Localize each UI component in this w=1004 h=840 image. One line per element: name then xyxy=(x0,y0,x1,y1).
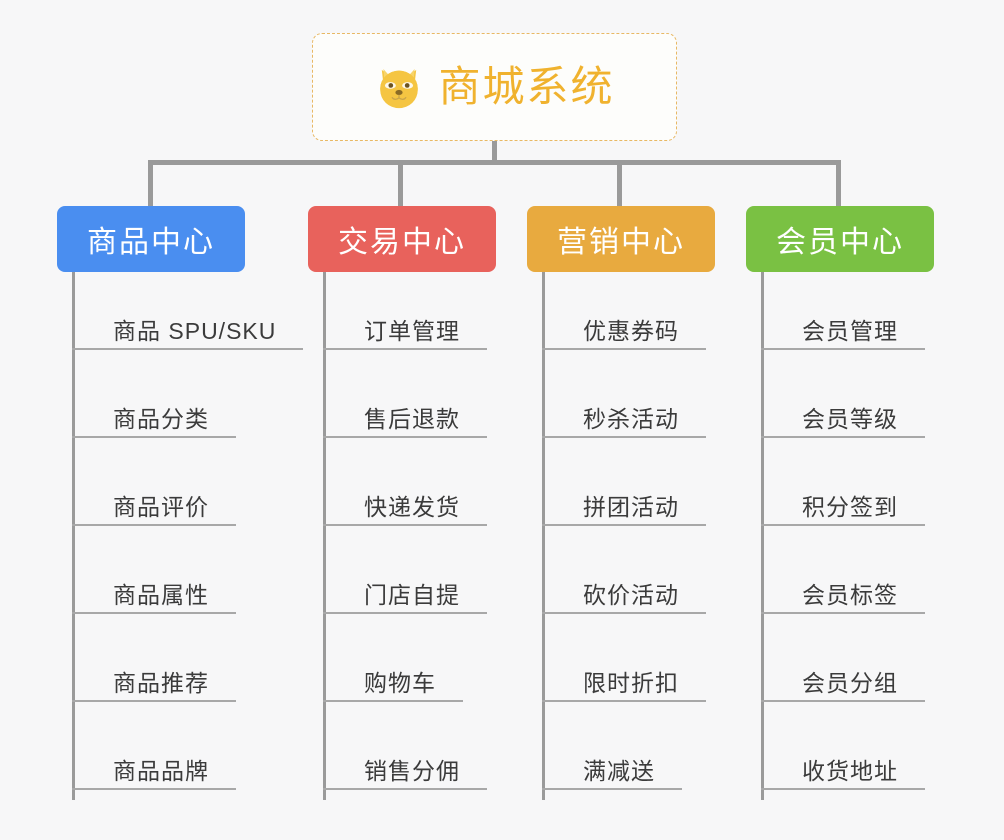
leaf-label: 拼团活动 xyxy=(583,493,679,520)
connector-drop-3 xyxy=(617,163,622,208)
category-header-label: 商品中心 xyxy=(87,226,215,259)
leaf-label: 会员标签 xyxy=(802,581,898,608)
leaf-underline xyxy=(323,788,487,790)
leaf-underline xyxy=(323,700,463,702)
column-shangpin: 商品中心 商品 SPU/SKU 商品分类 商品评价 商品属性 商品推荐 商品品牌 xyxy=(57,206,304,800)
leaf-underline xyxy=(72,436,236,438)
leaf-underline xyxy=(72,348,304,350)
connector-drop-1 xyxy=(148,163,153,208)
leaf-stack-2: 优惠券码 秒杀活动 拼团活动 砍价活动 限时折扣 满减送 xyxy=(542,272,715,800)
leaf-underline xyxy=(761,524,925,526)
leaf-underline xyxy=(542,524,706,526)
leaf-label: 会员等级 xyxy=(802,405,898,432)
leaf-label: 满减送 xyxy=(583,757,655,784)
list-item[interactable]: 售后退款 xyxy=(323,360,496,448)
leaf-underline xyxy=(542,700,706,702)
root-node[interactable]: 商城系统 xyxy=(312,33,677,141)
category-header-1[interactable]: 交易中心 xyxy=(308,206,496,272)
category-header-label: 会员中心 xyxy=(776,226,904,259)
connector-horizontal-bus xyxy=(148,160,841,165)
leaf-underline xyxy=(72,700,236,702)
list-item[interactable]: 销售分佣 xyxy=(323,712,496,800)
leaf-stack-3: 会员管理 会员等级 积分签到 会员标签 会员分组 收货地址 xyxy=(761,272,934,800)
list-item[interactable]: 商品评价 xyxy=(72,448,245,536)
category-header-label: 营销中心 xyxy=(557,226,685,259)
leaf-label: 砍价活动 xyxy=(583,581,679,608)
leaf-underline xyxy=(542,612,706,614)
list-item[interactable]: 会员等级 xyxy=(761,360,934,448)
leaf-label: 积分签到 xyxy=(802,493,898,520)
leaf-label: 商品 SPU/SKU xyxy=(113,317,277,344)
leaf-underline xyxy=(761,700,925,702)
leaf-label: 秒杀活动 xyxy=(583,405,679,432)
leaf-underline xyxy=(323,612,487,614)
leaf-stack-0: 商品 SPU/SKU 商品分类 商品评价 商品属性 商品推荐 商品品牌 xyxy=(72,272,304,800)
connector-drop-2 xyxy=(398,163,403,208)
list-item[interactable]: 商品 SPU/SKU xyxy=(72,272,304,360)
leaf-label: 商品评价 xyxy=(113,493,209,520)
leaf-underline xyxy=(323,436,487,438)
leaf-underline xyxy=(72,524,236,526)
leaf-label: 收货地址 xyxy=(802,757,898,784)
leaf-underline xyxy=(542,436,706,438)
leaf-label: 快递发货 xyxy=(364,493,460,520)
list-item[interactable]: 门店自提 xyxy=(323,536,496,624)
list-item[interactable]: 优惠券码 xyxy=(542,272,715,360)
list-item[interactable]: 拼团活动 xyxy=(542,448,715,536)
list-item[interactable]: 购物车 xyxy=(323,624,496,712)
list-item[interactable]: 商品推荐 xyxy=(72,624,245,712)
leaf-label: 会员分组 xyxy=(802,669,898,696)
leaf-label: 门店自提 xyxy=(364,581,460,608)
column-yingxiao: 营销中心 优惠券码 秒杀活动 拼团活动 砍价活动 限时折扣 满减送 xyxy=(527,206,715,800)
list-item[interactable]: 砍价活动 xyxy=(542,536,715,624)
leaf-underline xyxy=(323,524,487,526)
connector-root-stem xyxy=(492,141,497,165)
list-item[interactable]: 限时折扣 xyxy=(542,624,715,712)
list-item[interactable]: 积分签到 xyxy=(761,448,934,536)
list-item[interactable]: 满减送 xyxy=(542,712,715,800)
leaf-underline xyxy=(761,788,925,790)
leaf-underline xyxy=(72,788,236,790)
list-item[interactable]: 会员标签 xyxy=(761,536,934,624)
leaf-label: 商品属性 xyxy=(113,581,209,608)
column-jiaoyi: 交易中心 订单管理 售后退款 快递发货 门店自提 购物车 销售分佣 xyxy=(308,206,496,800)
shiba-dog-face-icon xyxy=(374,62,424,112)
leaf-underline xyxy=(323,348,487,350)
leaf-underline xyxy=(761,348,925,350)
leaf-underline xyxy=(761,436,925,438)
list-item[interactable]: 会员管理 xyxy=(761,272,934,360)
list-item[interactable]: 商品分类 xyxy=(72,360,245,448)
leaf-stack-1: 订单管理 售后退款 快递发货 门店自提 购物车 销售分佣 xyxy=(323,272,496,800)
category-header-2[interactable]: 营销中心 xyxy=(527,206,715,272)
column-huiyuan: 会员中心 会员管理 会员等级 积分签到 会员标签 会员分组 收货地址 xyxy=(746,206,934,800)
category-header-3[interactable]: 会员中心 xyxy=(746,206,934,272)
leaf-label: 商品分类 xyxy=(113,405,209,432)
leaf-underline xyxy=(761,612,925,614)
list-item[interactable]: 秒杀活动 xyxy=(542,360,715,448)
leaf-label: 会员管理 xyxy=(802,317,898,344)
list-item[interactable]: 商品属性 xyxy=(72,536,245,624)
leaf-underline xyxy=(72,612,236,614)
category-header-0[interactable]: 商品中心 xyxy=(57,206,245,272)
leaf-underline xyxy=(542,348,706,350)
leaf-label: 售后退款 xyxy=(364,405,460,432)
leaf-label: 购物车 xyxy=(364,669,436,696)
leaf-label: 销售分佣 xyxy=(364,757,460,784)
leaf-label: 订单管理 xyxy=(364,317,460,344)
leaf-label: 商品品牌 xyxy=(113,757,209,784)
list-item[interactable]: 会员分组 xyxy=(761,624,934,712)
root-title: 商城系统 xyxy=(438,63,615,110)
category-header-label: 交易中心 xyxy=(338,226,466,259)
leaf-underline xyxy=(542,788,682,790)
leaf-label: 优惠券码 xyxy=(583,317,679,344)
leaf-label: 商品推荐 xyxy=(113,669,209,696)
connector-drop-4 xyxy=(836,163,841,208)
list-item[interactable]: 收货地址 xyxy=(761,712,934,800)
list-item[interactable]: 商品品牌 xyxy=(72,712,245,800)
list-item[interactable]: 订单管理 xyxy=(323,272,496,360)
list-item[interactable]: 快递发货 xyxy=(323,448,496,536)
leaf-label: 限时折扣 xyxy=(583,669,679,696)
